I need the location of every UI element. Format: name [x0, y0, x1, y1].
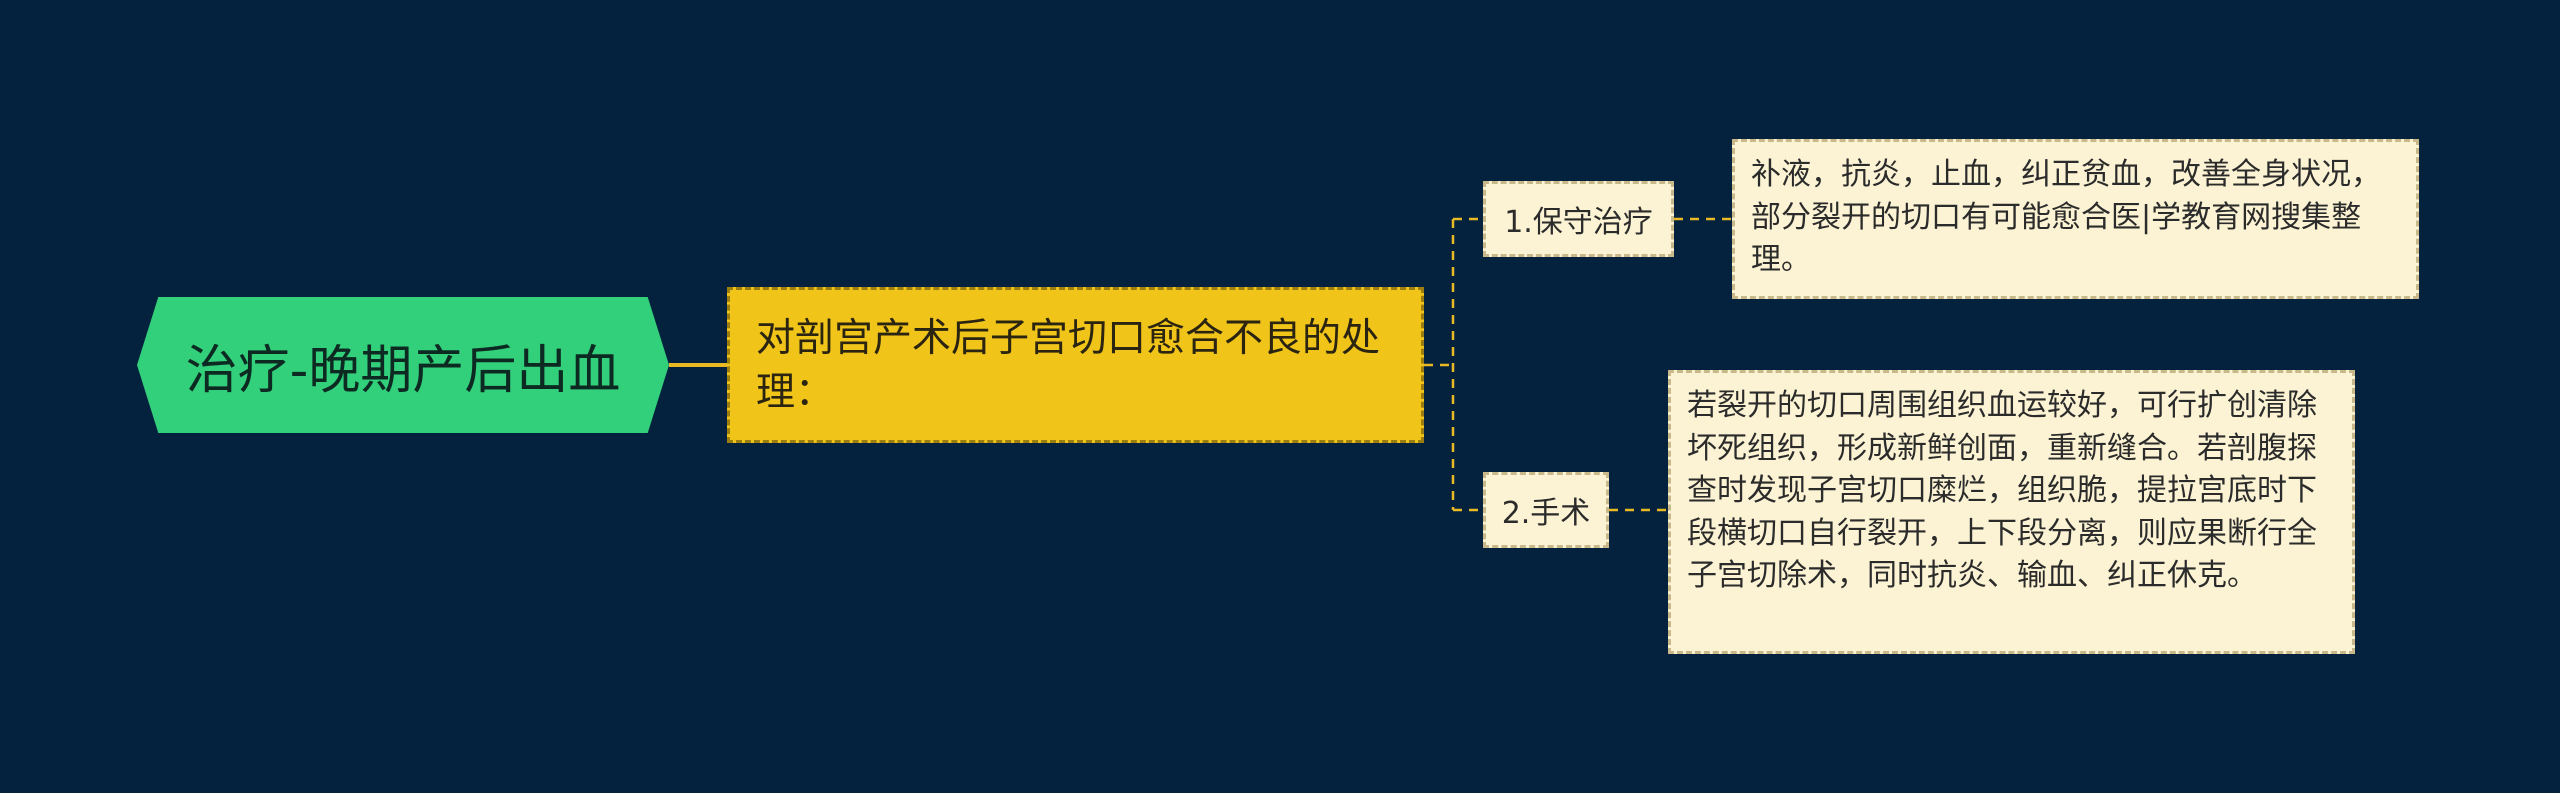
branch-conservative-treatment[interactable]: 1.保守治疗 — [1483, 181, 1674, 257]
connector-main-branches — [1424, 217, 1483, 512]
leaf-surgery-detail[interactable]: 若裂开的切口周围组织血运较好，可行扩创清除坏死组织，形成新鲜创面，重新缝合。若剖… — [1668, 370, 2355, 654]
main-topic-node[interactable]: 对剖宫产术后子宫切口愈合不良的处理： — [727, 287, 1424, 443]
leaf-conservative-treatment-detail[interactable]: 补液，抗炎，止血，纠正贫血，改善全身状况，部分裂开的切口有可能愈合医|学教育网搜… — [1732, 139, 2419, 299]
root-node[interactable]: 治疗-晚期产后出血 — [137, 297, 669, 433]
branch-surgery[interactable]: 2.手术 — [1483, 472, 1609, 548]
